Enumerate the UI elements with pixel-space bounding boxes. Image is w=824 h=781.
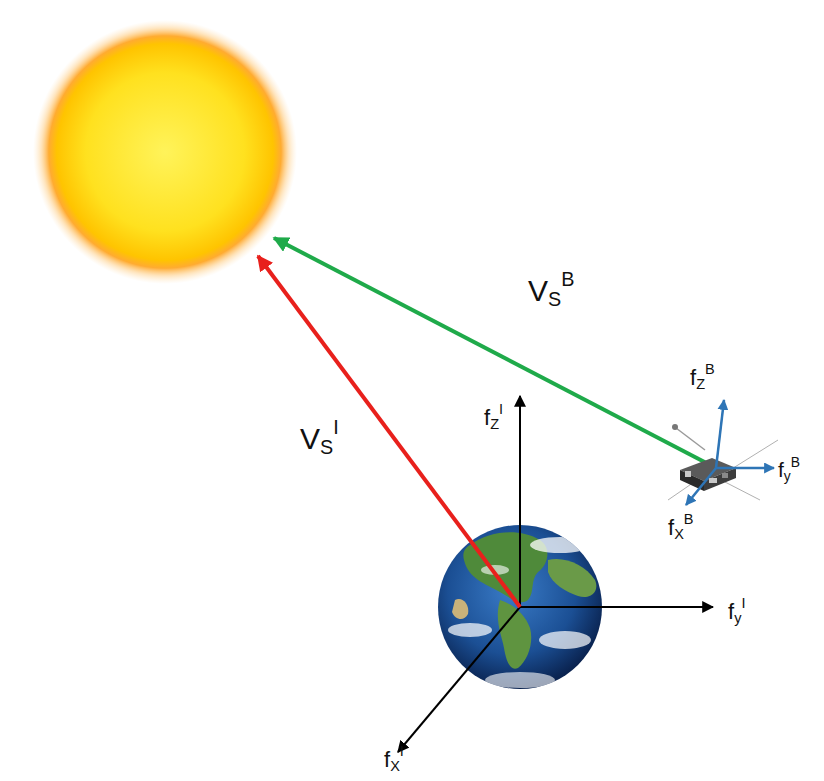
axis-label: fyB — [778, 456, 800, 484]
axis-label: fyI — [728, 596, 745, 625]
symbol-base: f — [728, 599, 734, 624]
symbol-base: V — [300, 422, 320, 455]
subscript: Z — [490, 416, 499, 432]
subscript: Z — [696, 376, 705, 392]
inertial-axes — [398, 396, 713, 752]
subscript: X — [674, 526, 684, 542]
symbol-base: f — [484, 405, 490, 430]
superscript: B — [705, 361, 715, 377]
superscript: I — [400, 743, 404, 759]
subscript: X — [390, 758, 400, 774]
superscript: B — [561, 268, 574, 290]
subscript: S — [548, 288, 561, 310]
body-axes — [686, 400, 774, 505]
axis-label: fXI — [384, 744, 404, 773]
axis-label: fZI — [484, 402, 503, 431]
superscript: B — [684, 511, 694, 527]
satellite — [668, 424, 778, 500]
superscript: I — [333, 416, 339, 438]
sun — [33, 20, 297, 284]
axis-label: VSB — [528, 270, 574, 310]
superscript: I — [741, 595, 745, 611]
sun-vector-inertial — [258, 256, 520, 607]
axis-label: VSI — [300, 418, 339, 458]
superscript: I — [499, 401, 503, 417]
symbol-base: f — [778, 458, 784, 481]
subscript: y — [784, 468, 791, 484]
superscript: B — [791, 454, 800, 470]
symbol-base: f — [384, 747, 390, 772]
sun-vector-body — [274, 238, 716, 468]
subscript: y — [734, 610, 741, 626]
symbol-base: V — [528, 274, 548, 307]
axis-label: fZB — [690, 362, 715, 391]
symbol-base: f — [690, 365, 696, 390]
axis-label: fXB — [668, 512, 694, 541]
symbol-base: f — [668, 515, 674, 540]
subscript: S — [320, 436, 333, 458]
